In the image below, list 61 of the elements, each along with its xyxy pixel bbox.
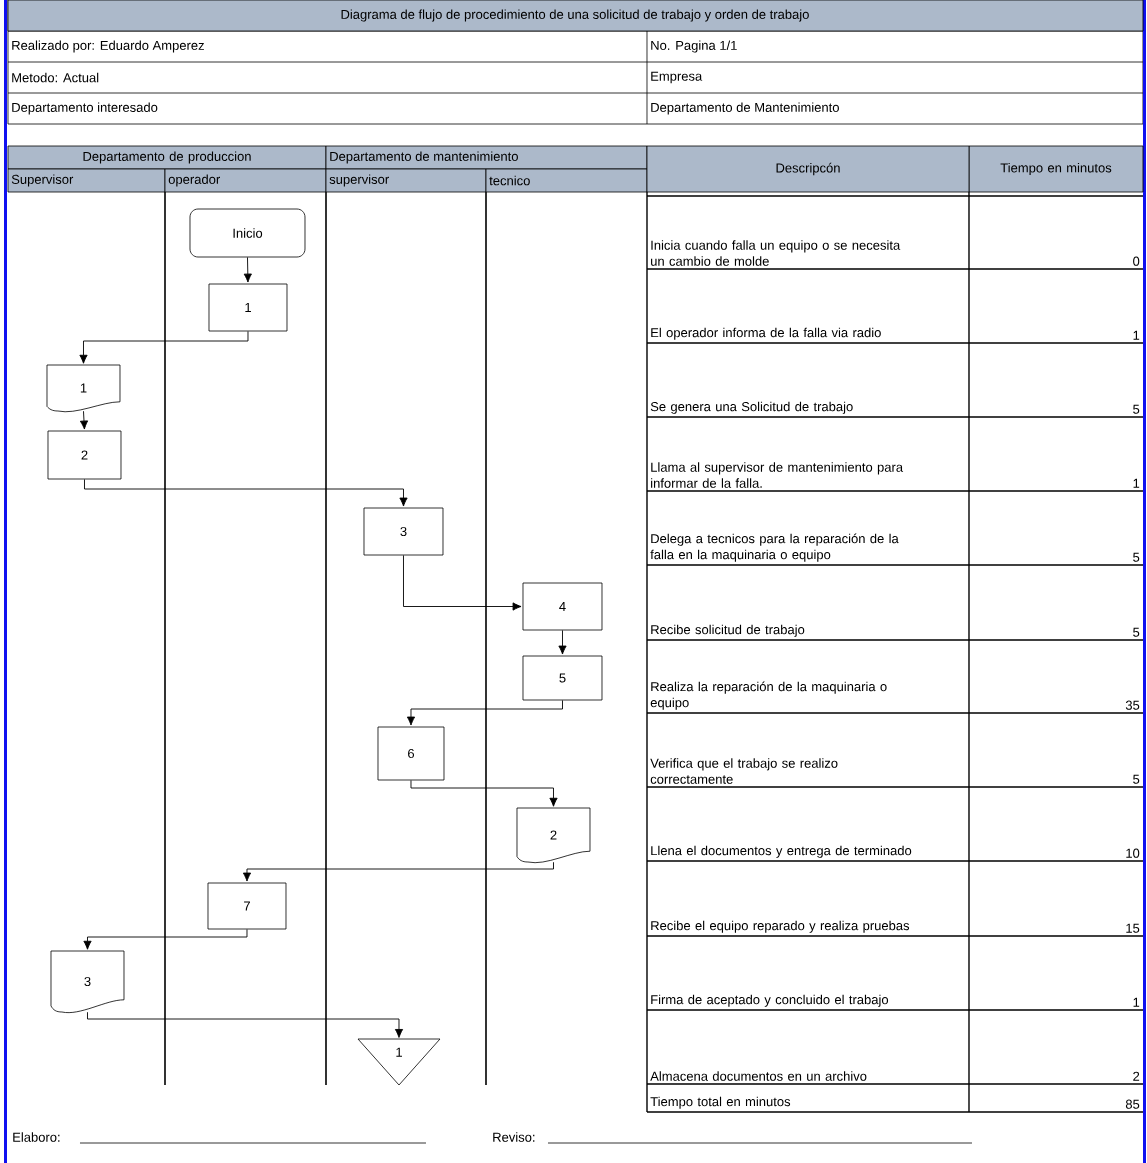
arrow bbox=[242, 861, 554, 882]
description-text: Llama al supervisor de mantenimiento para informar de la falla. bbox=[651, 462, 904, 488]
form-field-text: Metodo: Actual bbox=[12, 72, 99, 83]
process-box: 6 bbox=[377, 726, 445, 781]
time-value: 5 bbox=[1133, 552, 1140, 562]
description-text: Se genera una Solicitud de trabajo bbox=[650, 401, 853, 414]
time-value: 15 bbox=[1126, 923, 1140, 933]
column-header: Departamento de mantenimiento bbox=[325, 145, 648, 170]
time-value: 1 bbox=[1133, 478, 1140, 488]
description-text: Realiza la reparación de la maquinaria o equipo bbox=[650, 681, 887, 710]
arrow bbox=[83, 928, 248, 950]
arrow bbox=[79, 410, 89, 430]
arrow bbox=[79, 330, 249, 364]
storage-triangle: 1 bbox=[357, 1038, 441, 1086]
description-text: Delega a tecnicos para la reparación de la falla en la maquinaria o equipo bbox=[650, 533, 899, 562]
column-header: Tiempo en minutos bbox=[968, 145, 1144, 193]
arrow bbox=[84, 478, 408, 507]
time-value: 0 bbox=[1133, 256, 1140, 266]
arrow bbox=[410, 779, 558, 807]
process-box: 7 bbox=[207, 882, 287, 930]
column-header: operador bbox=[164, 168, 327, 193]
process-box: 4 bbox=[522, 582, 603, 631]
time-value: 5 bbox=[1133, 404, 1140, 414]
column-header: tecnico bbox=[485, 168, 648, 193]
description-text: Verifica que el trabajo se realizo correctamente bbox=[650, 758, 838, 784]
time-value: 10 bbox=[1126, 848, 1140, 858]
title-text: Diagrama de flujo de procedimiento de una solicitud de trabajo y orden de trabajo bbox=[7, 0, 1144, 32]
time-value: 1 bbox=[1133, 997, 1140, 1007]
arrow bbox=[406, 699, 563, 726]
time-value: 2 bbox=[1133, 1071, 1140, 1081]
form-field-text: Departamento interesado bbox=[12, 102, 158, 115]
description-text: Inicia cuando falla un equipo o se necesita un cambio de molde bbox=[651, 240, 901, 266]
process-box: 5 bbox=[522, 655, 603, 701]
signature-label: Elaboro: bbox=[13, 1132, 60, 1142]
process-box: 1 bbox=[208, 283, 288, 332]
form-field-text: No. Pagina 1/1 bbox=[651, 40, 737, 53]
time-value: 85 bbox=[1125, 1099, 1140, 1109]
column-header: supervisor bbox=[325, 168, 487, 193]
time-value: 5 bbox=[1133, 774, 1140, 784]
form-field-text: Empresa bbox=[651, 71, 703, 84]
start-terminal: Inicio bbox=[189, 208, 306, 258]
signature-label: Reviso: bbox=[493, 1132, 535, 1142]
arrow bbox=[558, 629, 567, 655]
time-value: 35 bbox=[1125, 700, 1140, 710]
process-box: 2 bbox=[47, 430, 122, 480]
form-field-text: Realizado por: Eduardo Amperez bbox=[12, 40, 204, 53]
time-value: 1 bbox=[1133, 330, 1140, 340]
description-text: Firma de aceptado y concluido el trabajo bbox=[651, 994, 889, 1007]
description-text: Recibe el equipo reparado y realiza pruebas bbox=[651, 920, 910, 933]
form-field-text: Departamento de Mantenimiento bbox=[651, 102, 839, 115]
total-label: Tiempo total en minutos bbox=[650, 1096, 791, 1109]
process-box: 3 bbox=[363, 507, 444, 556]
time-value: 5 bbox=[1133, 627, 1140, 637]
arrow bbox=[243, 256, 252, 283]
arrow bbox=[403, 554, 522, 611]
description-text: El operador informa de la falla via radio bbox=[651, 327, 881, 340]
description-text: Llena el documentos y entrega de terminado bbox=[651, 845, 912, 858]
description-text: Almacena documentos en un archivo bbox=[650, 1071, 867, 1081]
column-header: Supervisor bbox=[7, 168, 166, 193]
arrow bbox=[87, 1011, 404, 1038]
description-text: Recibe solicitud de trabajo bbox=[651, 624, 805, 637]
